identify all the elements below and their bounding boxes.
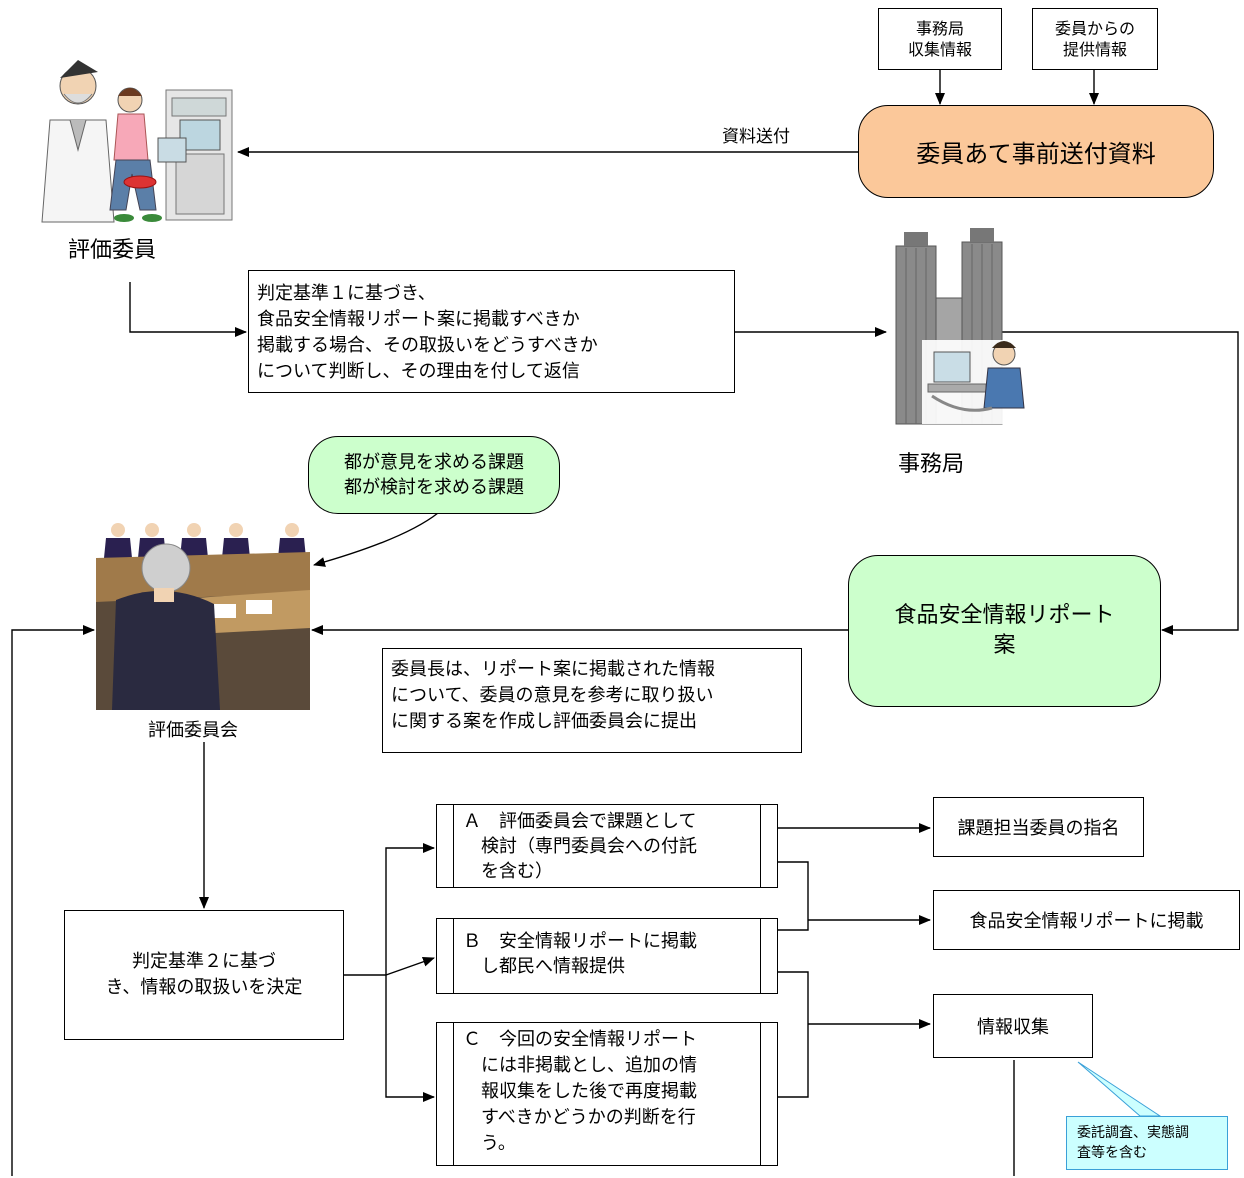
shiryo-sofu-label: 資料送付 xyxy=(722,127,790,147)
kadai-tanto-box: 課題担当委員の指名 xyxy=(933,797,1144,857)
scientist-and-researcher-illustration xyxy=(30,50,236,232)
jimukyoku-info-box: 事務局 収集情報 xyxy=(878,8,1002,70)
hantei-kijun-2-box: 判定基準２に基づ き、情報の取扱いを決定 xyxy=(64,910,344,1040)
iincho-note-box: 委員長は、リポート案に掲載された情報 について、委員の意見を参考に取り扱い に関… xyxy=(382,648,802,753)
committee-meeting-illustration xyxy=(96,516,310,710)
hantei-kijun-1-box: 判定基準１に基づき、 食品安全情報リポート案に掲載すべきか 掲載する場合、その取… xyxy=(248,270,735,393)
iin-info-box: 委員からの 提供情報 xyxy=(1032,8,1158,70)
hyoka-iin-label: 評価委員 xyxy=(68,238,157,263)
joho-shushu-box: 情報収集 xyxy=(933,994,1093,1058)
option-c-box: Ｃ 今回の安全情報リポート には非掲載とし、追加の情 報収集をした後で再度掲載 … xyxy=(436,1022,778,1166)
report-keisai-box: 食品安全情報リポートに掲載 xyxy=(933,890,1240,950)
itaku-note: 委託調査、実態調 査等を含む xyxy=(1066,1116,1228,1170)
option-b-box: Ｂ 安全情報リポートに掲載 し都民へ情報提供 xyxy=(436,918,778,994)
pre-sent-materials-box: 委員あて事前送付資料 xyxy=(858,105,1214,198)
kadai-bubble: 都が意見を求める課題 都が検討を求める課題 xyxy=(308,436,560,514)
option-a-box: Ａ 評価委員会で課題として 検討（専門委員会への付託 を含む） xyxy=(436,804,778,888)
jimukyoku-label: 事務局 xyxy=(898,452,965,477)
government-building-illustration xyxy=(892,228,1032,428)
hyoka-iinkai-label: 評価委員会 xyxy=(148,720,238,741)
report-draft-box: 食品安全情報リポート 案 xyxy=(848,555,1161,707)
